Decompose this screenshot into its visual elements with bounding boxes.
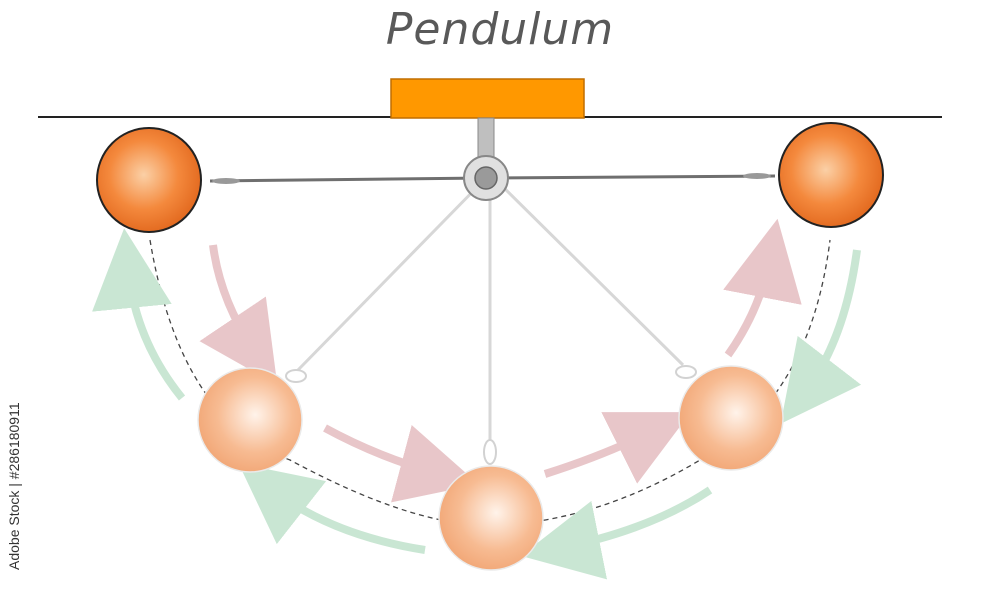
bob-left: [96, 127, 202, 233]
bob-left-mid: [197, 367, 303, 473]
arrow-pink-bottom-left: [323, 424, 479, 503]
arrow-pink-bottom-right: [543, 412, 691, 484]
support-block: [390, 78, 585, 119]
bob-right: [778, 122, 884, 228]
bob-bottom: [438, 465, 544, 571]
stock-id-label: Adobe Stock | #286180911: [6, 402, 22, 570]
bob-hook-left-mid: [285, 369, 307, 383]
arrow-green-bottom-left: [238, 463, 426, 554]
arrow-pink-left: [199, 244, 278, 386]
arrow-green-right: [780, 249, 862, 424]
bob-hook-bottom: [483, 439, 497, 465]
string-right-mid: [492, 176, 685, 367]
arrow-green-left: [92, 228, 186, 401]
diagram-title: Pendulum: [385, 4, 615, 55]
arrow-pink-right: [723, 218, 802, 358]
bob-right-mid: [678, 365, 784, 471]
string-left: [209, 176, 487, 183]
string-clip-left: [212, 178, 240, 184]
string-right: [485, 174, 776, 180]
string-left-mid: [296, 176, 488, 372]
bob-hook-right-mid: [675, 365, 697, 379]
arrow-green-bottom-right: [520, 486, 713, 580]
pivot-inner: [474, 166, 498, 190]
string-clip-right: [743, 173, 771, 179]
